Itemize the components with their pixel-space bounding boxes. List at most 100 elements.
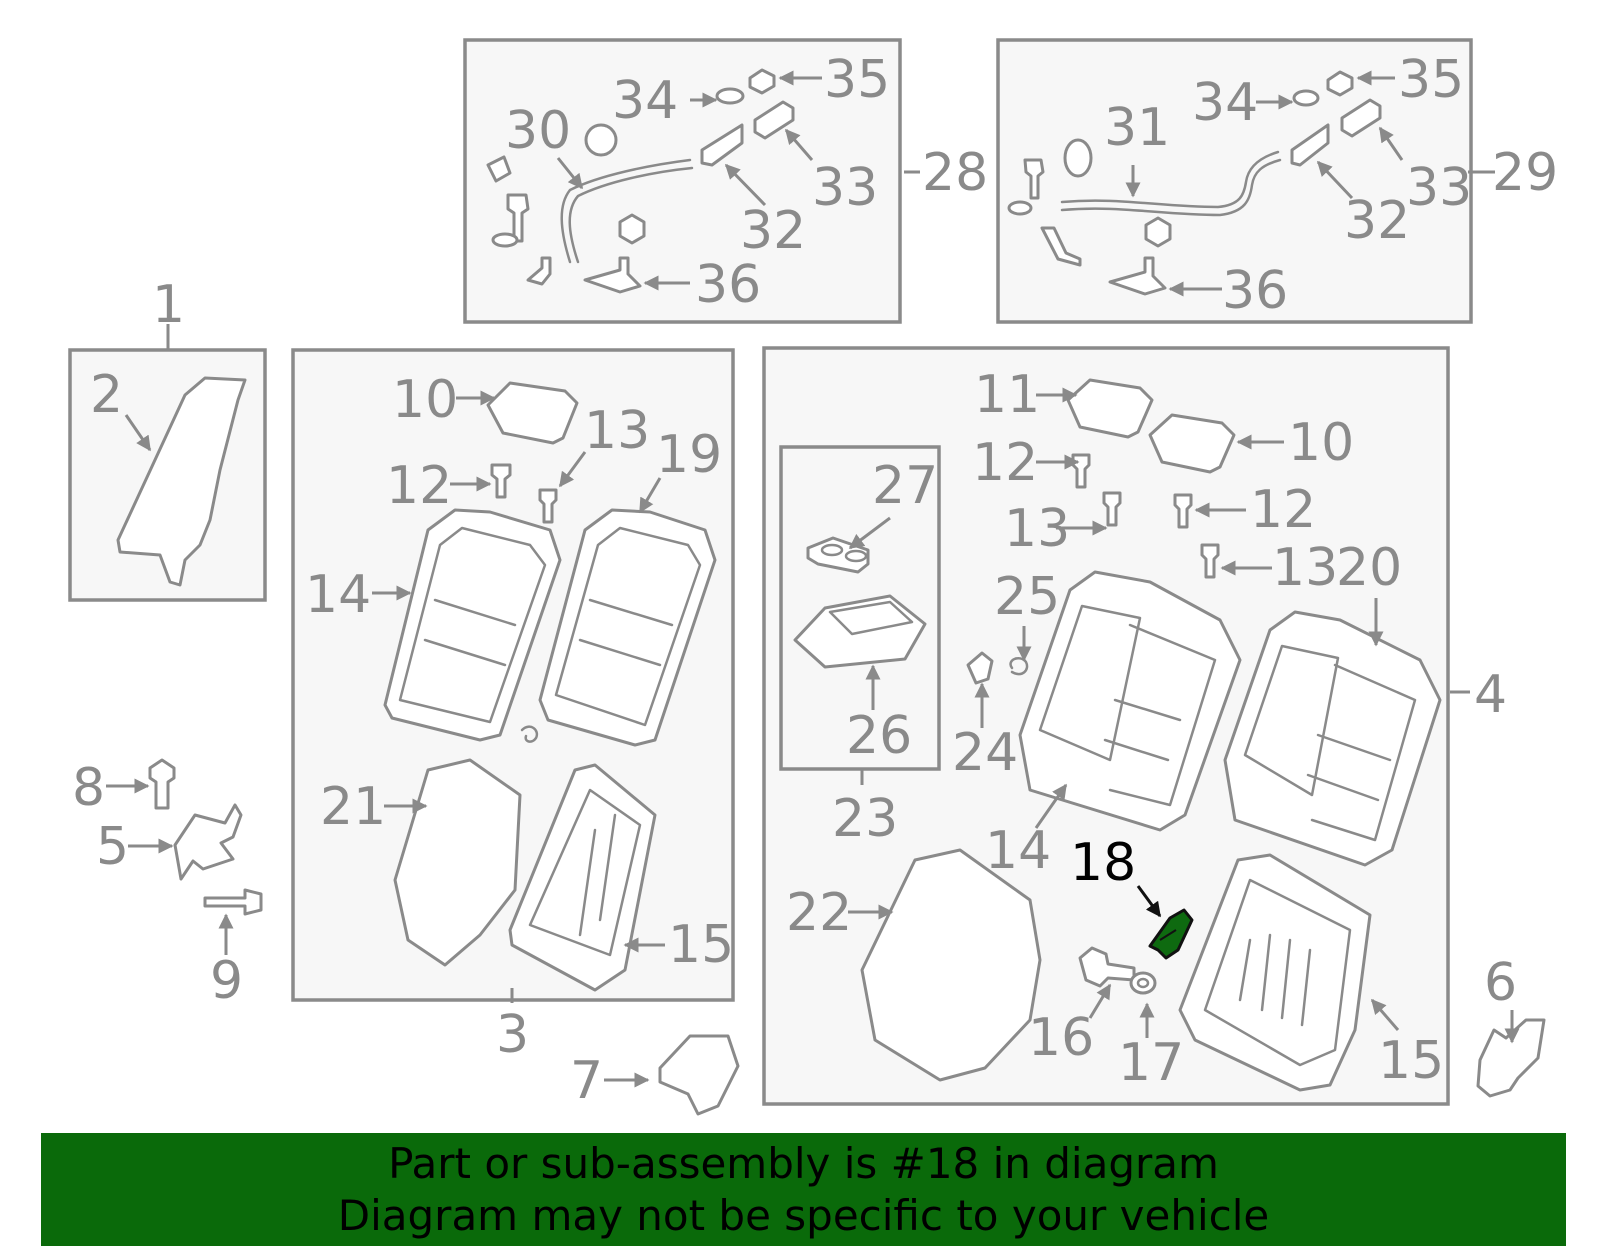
callout-32-right: 32 [1344, 191, 1410, 251]
part-12-guide-left [490, 463, 512, 499]
callout-25: 25 [994, 567, 1060, 627]
callout-labels: 1 2 3 4 5 6 7 8 9 30 34 35 33 32 28 36 3… [72, 50, 1558, 1111]
callout-13-left: 13 [584, 401, 650, 461]
callout-3: 3 [496, 1005, 529, 1065]
callout-35-left: 35 [824, 50, 890, 110]
callout-23: 23 [832, 789, 898, 849]
part-13-guide-b [1102, 491, 1122, 527]
callout-34-right: 34 [1192, 73, 1258, 133]
callout-33-left: 33 [812, 158, 878, 218]
callout-22: 22 [786, 883, 852, 943]
part-22-pad [860, 848, 1042, 1082]
part-13-guide-d [1200, 543, 1220, 579]
part-6-bracket [1476, 1018, 1546, 1098]
leader-lines [106, 70, 1520, 1088]
callout-11: 11 [974, 365, 1040, 425]
callout-10-right: 10 [1288, 413, 1354, 473]
callout-13-d: 13 [1272, 538, 1338, 598]
callout-28: 28 [922, 143, 988, 203]
callout-13-b: 13 [1004, 499, 1070, 559]
callout-10-left: 10 [392, 370, 458, 430]
group-box-29 [996, 38, 1473, 324]
part-10-headrest-left [486, 381, 579, 445]
part-nut-28 [618, 213, 646, 245]
part-2-trim-panel [116, 376, 247, 587]
part-32-bracket-left [700, 123, 744, 167]
callout-7: 7 [570, 1051, 603, 1111]
callout-12-left: 12 [386, 456, 452, 516]
part-15-frame-right [1178, 853, 1372, 1092]
part-36-bracket-right [1108, 256, 1167, 296]
callout-34-left: 34 [612, 71, 678, 131]
banner-line-disclaimer: Diagram may not be specific to your vehi… [337, 1190, 1270, 1240]
part-washer-left [491, 232, 519, 248]
callout-1: 1 [152, 275, 185, 335]
callout-26: 26 [846, 706, 912, 766]
part-11-headrest [1066, 378, 1154, 439]
part-14-seatback-left [383, 508, 562, 742]
part-25-hook [1009, 657, 1029, 676]
callout-27: 27 [872, 456, 938, 516]
callout-14-right: 14 [985, 821, 1051, 881]
callout-15-left: 15 [668, 915, 734, 975]
callout-16: 16 [1028, 1008, 1094, 1068]
part-34-clip-right [1292, 89, 1320, 107]
part-7-bracket [658, 1034, 740, 1116]
part-bracket-bottom-28 [526, 256, 552, 286]
part-16-bolt [1078, 946, 1136, 988]
callout-30: 30 [505, 101, 571, 161]
part-10-headrest-right [1148, 413, 1236, 474]
callout-2: 2 [90, 365, 123, 425]
part-clip-left-small [486, 155, 512, 183]
part-12-guide-c [1173, 493, 1193, 529]
callout-19: 19 [656, 425, 722, 485]
part-washer-right [1007, 200, 1033, 216]
part-grommet-29 [1063, 138, 1093, 178]
part-5-hinge [173, 803, 243, 881]
part-33-block-left [753, 100, 795, 140]
callout-18: 18 [1070, 833, 1136, 893]
part-36-bracket-left [583, 256, 642, 294]
callout-14-left: 14 [305, 565, 371, 625]
banner-line-part: Part or sub-assembly is #18 in diagram [388, 1138, 1219, 1188]
part-17-nut [1129, 971, 1157, 995]
callout-29: 29 [1492, 143, 1558, 203]
part-14-seatback-right [1018, 570, 1242, 832]
callout-32-left: 32 [740, 201, 806, 261]
part-8-bolt [148, 758, 176, 810]
callout-21: 21 [320, 777, 386, 837]
callout-8: 8 [72, 758, 105, 818]
part-19-seatback-right [538, 508, 717, 747]
part-nut-29 [1144, 216, 1172, 248]
callout-20: 20 [1336, 538, 1402, 598]
part-15-frame-left [508, 763, 657, 992]
callout-12-c: 12 [1250, 480, 1316, 540]
callout-33-right: 33 [1406, 158, 1472, 218]
part-24-clip [966, 651, 994, 685]
callout-5: 5 [96, 817, 129, 877]
part-35-cap-right [1326, 70, 1354, 97]
callout-24: 24 [952, 723, 1018, 783]
callout-36-right: 36 [1222, 261, 1288, 321]
part-strip-right [1040, 226, 1082, 267]
part-35-cap-left [748, 68, 776, 95]
callout-31: 31 [1104, 98, 1170, 158]
part-18-highlighted [1148, 908, 1194, 960]
part-bolt-left [506, 193, 530, 243]
part-bolt-right [1023, 158, 1045, 200]
callout-12-a: 12 [972, 433, 1038, 493]
part-34-clip-left [715, 87, 745, 105]
part-9-bolt [203, 888, 263, 916]
callout-17: 17 [1118, 1033, 1184, 1093]
part-33-block-right [1340, 98, 1382, 138]
callout-35-right: 35 [1398, 50, 1464, 110]
part-20-seatback [1223, 610, 1442, 867]
part-hook-left [520, 725, 539, 743]
part-grommet-28 [584, 123, 618, 157]
part-13-guide-left [538, 488, 558, 524]
info-banner: Part or sub-assembly is #18 in diagram D… [41, 1133, 1566, 1246]
callout-9: 9 [210, 951, 243, 1011]
callout-4: 4 [1474, 665, 1507, 725]
callout-36-left: 36 [695, 255, 761, 315]
